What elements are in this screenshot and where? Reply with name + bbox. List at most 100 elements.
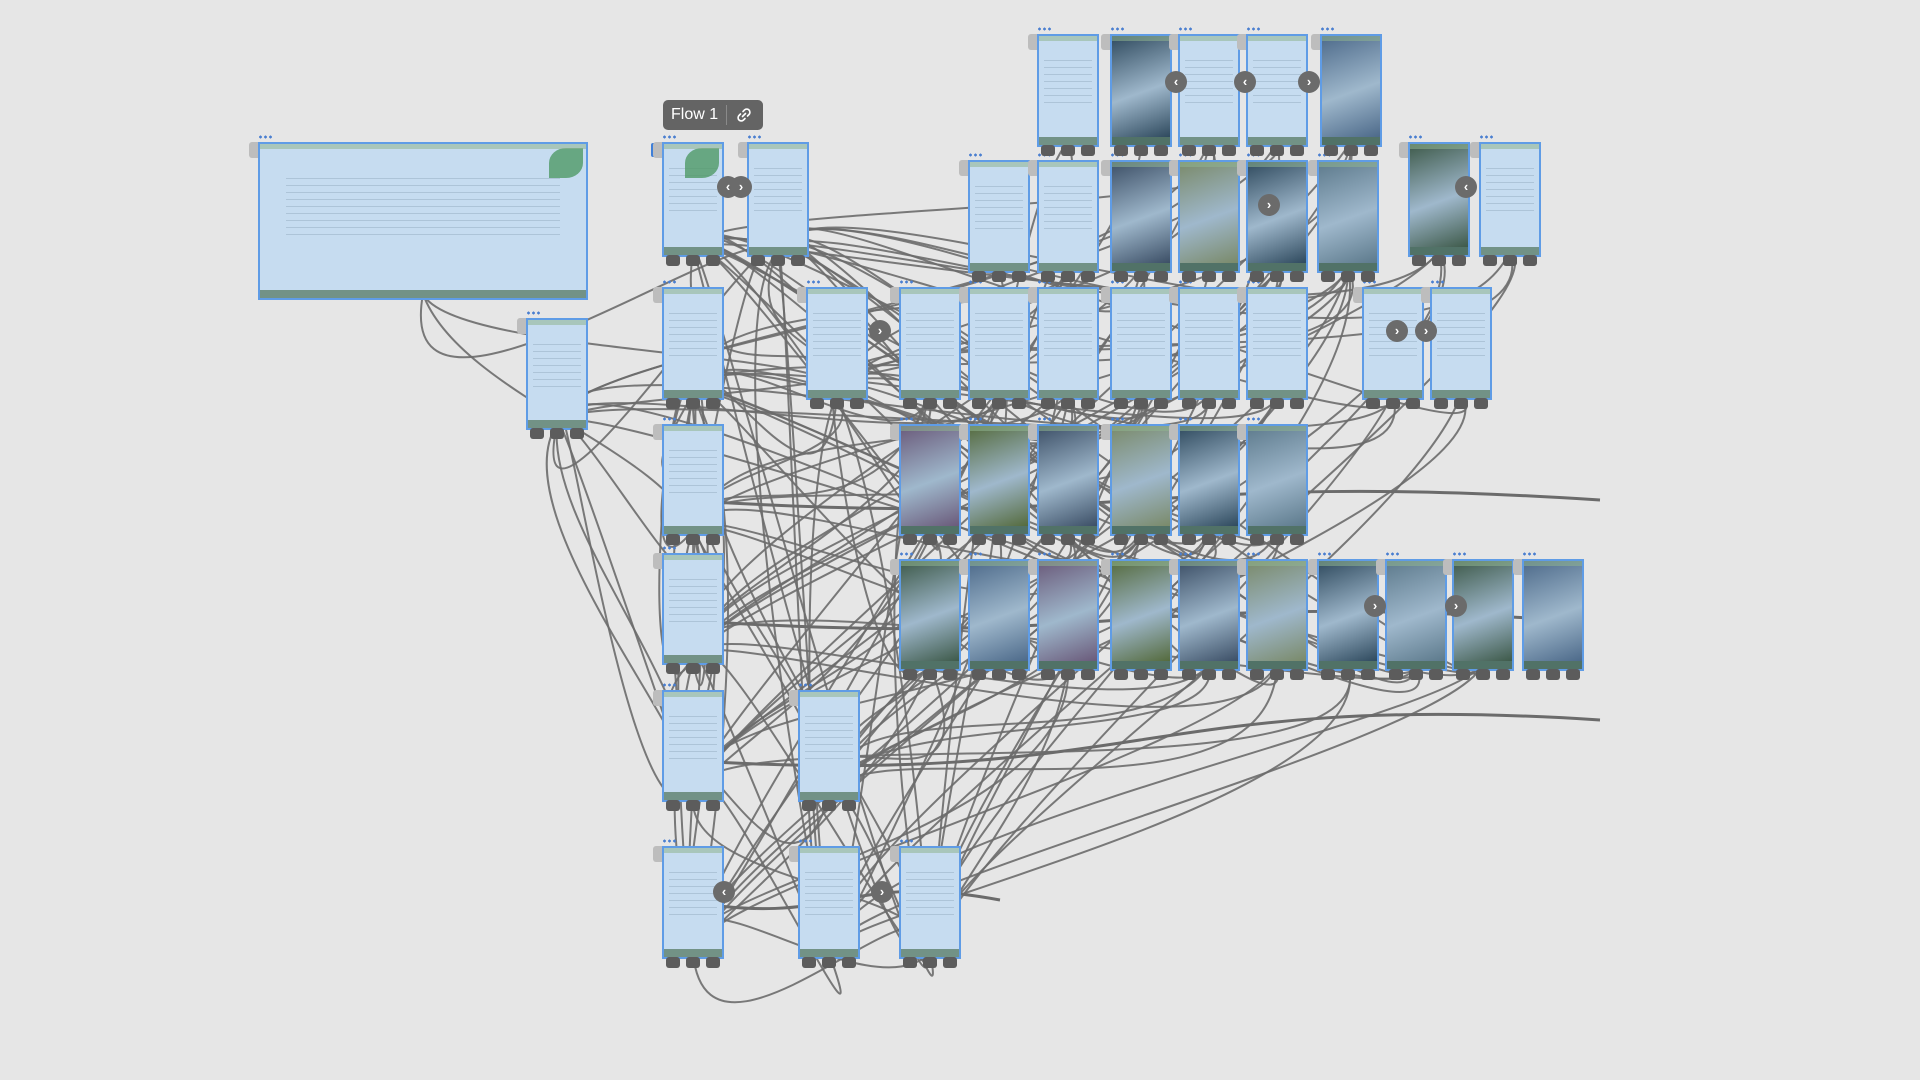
mobile-artboard[interactable]: [1178, 287, 1240, 400]
wire-node[interactable]: [1154, 145, 1168, 156]
wire-node[interactable]: [706, 800, 720, 811]
wire-node[interactable]: [1154, 534, 1168, 545]
artboard-handle[interactable]: [899, 552, 913, 556]
wire-node[interactable]: [1012, 398, 1026, 409]
wire-node[interactable]: [1081, 669, 1095, 680]
wire-node[interactable]: [1250, 534, 1264, 545]
artboard-handle[interactable]: [662, 135, 676, 139]
wire-node[interactable]: [1250, 398, 1264, 409]
wire-node[interactable]: [1341, 669, 1355, 680]
artboard-handle[interactable]: [968, 417, 982, 421]
wire-node[interactable]: [1222, 669, 1236, 680]
next-connector-icon[interactable]: ›: [1298, 71, 1320, 93]
artboard-hook[interactable]: [1443, 559, 1452, 575]
wire-node[interactable]: [1389, 669, 1403, 680]
wire-node[interactable]: [1452, 255, 1466, 266]
wire-node[interactable]: [1290, 398, 1304, 409]
wire-node[interactable]: [1474, 398, 1488, 409]
next-connector-icon[interactable]: ›: [1386, 320, 1408, 342]
mobile-artboard[interactable]: [1385, 559, 1447, 671]
wire-node[interactable]: [771, 255, 785, 266]
wire-node[interactable]: [666, 398, 680, 409]
artboard-handle[interactable]: [899, 417, 913, 421]
wire-node[interactable]: [686, 398, 700, 409]
wire-node[interactable]: [1134, 145, 1148, 156]
mobile-artboard[interactable]: [1452, 559, 1514, 671]
artboard-hook[interactable]: [1028, 287, 1037, 303]
wire-node[interactable]: [1182, 271, 1196, 282]
artboard-handle[interactable]: [1320, 27, 1334, 31]
mobile-artboard[interactable]: [1037, 424, 1099, 536]
mobile-artboard[interactable]: [1522, 559, 1584, 671]
next-connector-icon[interactable]: ›: [869, 320, 891, 342]
wire-node[interactable]: [686, 255, 700, 266]
artboard-handle[interactable]: [258, 135, 272, 139]
wire-node[interactable]: [1503, 255, 1517, 266]
wire-node[interactable]: [1321, 271, 1335, 282]
mobile-artboard[interactable]: [662, 846, 724, 959]
wire-node[interactable]: [1290, 534, 1304, 545]
artboard-handle[interactable]: [662, 839, 676, 843]
wire-node[interactable]: [1182, 669, 1196, 680]
back-connector-icon[interactable]: ‹: [713, 881, 735, 903]
mobile-artboard[interactable]: [968, 287, 1030, 400]
wire-node[interactable]: [686, 663, 700, 674]
wire-node[interactable]: [1361, 669, 1375, 680]
wire-node[interactable]: [802, 957, 816, 968]
mobile-artboard[interactable]: [1408, 142, 1470, 257]
artboard-handle[interactable]: [1430, 280, 1444, 284]
wire-node[interactable]: [1321, 669, 1335, 680]
wire-node[interactable]: [706, 398, 720, 409]
mobile-artboard[interactable]: [1037, 160, 1099, 273]
artboard-hook[interactable]: [1308, 559, 1317, 575]
wire-node[interactable]: [1366, 398, 1380, 409]
artboard-handle[interactable]: [798, 683, 812, 687]
mobile-artboard[interactable]: [662, 424, 724, 536]
artboard-handle[interactable]: [1110, 280, 1124, 284]
artboard-handle[interactable]: [1110, 27, 1124, 31]
wire-node[interactable]: [1344, 145, 1358, 156]
wire-node[interactable]: [550, 428, 564, 439]
artboard-handle[interactable]: [1037, 552, 1051, 556]
wire-node[interactable]: [1061, 669, 1075, 680]
wire-node[interactable]: [1041, 398, 1055, 409]
wire-node[interactable]: [1154, 669, 1168, 680]
artboard-hook[interactable]: [890, 559, 899, 575]
flow-label-pill[interactable]: Flow 1: [663, 100, 764, 130]
mobile-artboard[interactable]: [806, 287, 868, 400]
artboard-handle[interactable]: [1452, 552, 1466, 556]
wire-node[interactable]: [1081, 271, 1095, 282]
next-connector-icon[interactable]: ›: [871, 881, 893, 903]
wire-node[interactable]: [1523, 255, 1537, 266]
wire-node[interactable]: [1290, 669, 1304, 680]
mobile-artboard[interactable]: [1110, 424, 1172, 536]
artboard-hook[interactable]: [653, 846, 662, 862]
artboard-hook[interactable]: [890, 846, 899, 862]
wire-node[interactable]: [570, 428, 584, 439]
artboard-hook[interactable]: [789, 846, 798, 862]
wire-node[interactable]: [903, 957, 917, 968]
artboard-hook[interactable]: [517, 318, 526, 334]
mobile-artboard[interactable]: [899, 846, 961, 959]
mobile-artboard[interactable]: [1110, 34, 1172, 147]
wire-node[interactable]: [1409, 669, 1423, 680]
artboard-hook[interactable]: [1101, 424, 1110, 440]
artboard-hook[interactable]: [890, 424, 899, 440]
artboard-handle[interactable]: [662, 417, 676, 421]
wire-node[interactable]: [943, 534, 957, 545]
artboard-handle[interactable]: [1317, 552, 1331, 556]
artboard-handle[interactable]: [1246, 417, 1260, 421]
wire-node[interactable]: [1114, 271, 1128, 282]
artboard-handle[interactable]: [1246, 552, 1260, 556]
artboard-handle[interactable]: [798, 839, 812, 843]
artboard-handle[interactable]: [662, 280, 676, 284]
wire-node[interactable]: [1270, 398, 1284, 409]
wire-node[interactable]: [1496, 669, 1510, 680]
wire-node[interactable]: [1546, 669, 1560, 680]
wire-node[interactable]: [1061, 145, 1075, 156]
artboard-handle[interactable]: [1178, 552, 1192, 556]
wire-node[interactable]: [992, 669, 1006, 680]
artboard-handle[interactable]: [899, 839, 913, 843]
wire-node[interactable]: [1364, 145, 1378, 156]
artboard-handle[interactable]: [899, 280, 913, 284]
